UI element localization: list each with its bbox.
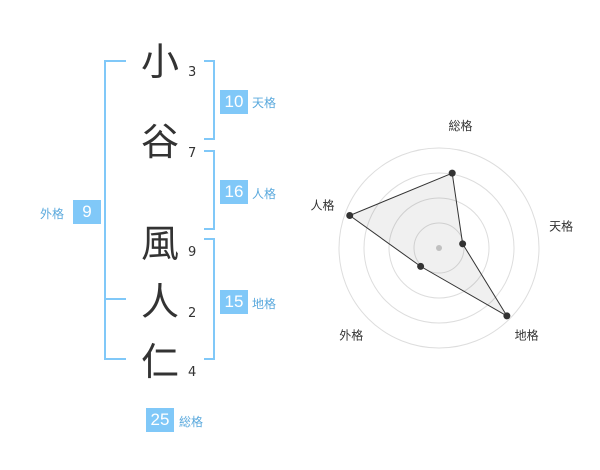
soukaku-label: 総格: [179, 415, 204, 429]
radar-point-2: [503, 312, 511, 320]
stroke-count-1: 3: [188, 65, 197, 80]
radar-point-3: [417, 262, 425, 270]
name-char-2: 谷: [140, 120, 179, 164]
name-char-3: 風: [140, 222, 179, 266]
radar-point-0: [448, 169, 456, 177]
chikaku-bracket-top: [204, 238, 215, 240]
jinkaku-bracket-vertical: [213, 150, 215, 230]
radar-point-1: [459, 240, 467, 248]
gaikaku-bracket-bottom: [104, 358, 126, 360]
radar-axis-label-4: 人格: [310, 198, 334, 213]
tenkaku-value: 10: [220, 90, 248, 114]
radar-point-4: [346, 212, 354, 220]
stroke-count-5: 4: [188, 365, 197, 380]
jinkaku-bracket-bottom: [204, 228, 215, 230]
radar-ring-4: [338, 147, 540, 349]
radar-axis-label-0: 総格: [449, 118, 473, 133]
gaikaku-bracket-mid: [104, 298, 126, 300]
radar-axis-label-1: 天格: [549, 218, 573, 233]
name-char-1: 小: [140, 40, 179, 84]
jinkaku-value: 16: [220, 180, 248, 204]
radar-center: [436, 245, 442, 251]
tenkaku-bracket-bottom: [204, 138, 215, 140]
tenkaku-bracket-top: [204, 60, 215, 62]
chikaku-label: 地格: [252, 297, 277, 311]
gaikaku-value: 9: [73, 200, 101, 224]
radar-ring-3: [363, 172, 515, 324]
gaikaku-label: 外格: [40, 207, 65, 221]
name-char-4: 人: [140, 280, 179, 324]
jinkaku-bracket-top: [204, 150, 215, 152]
radar-ring-1: [413, 222, 465, 274]
radar-series-polygon: [348, 172, 508, 317]
soukaku-value: 25: [146, 408, 174, 432]
stroke-count-4: 2: [188, 306, 197, 321]
gaikaku-bracket-top: [104, 60, 126, 62]
radar-ring-2: [388, 197, 490, 299]
tenkaku-label: 天格: [252, 96, 277, 110]
stroke-count-3: 9: [188, 245, 197, 260]
radar-axis-label-2: 地格: [515, 328, 539, 343]
stroke-count-2: 7: [188, 146, 197, 161]
name-char-5: 仁: [140, 340, 179, 384]
tenkaku-bracket-vertical: [213, 60, 215, 140]
radar-axis-label-3: 外格: [339, 328, 363, 343]
chikaku-value: 15: [220, 290, 248, 314]
chikaku-bracket-bottom: [204, 358, 215, 360]
chikaku-bracket-vertical: [213, 238, 215, 360]
jinkaku-label: 人格: [252, 187, 277, 201]
gaikaku-bracket-vertical: [104, 60, 106, 360]
